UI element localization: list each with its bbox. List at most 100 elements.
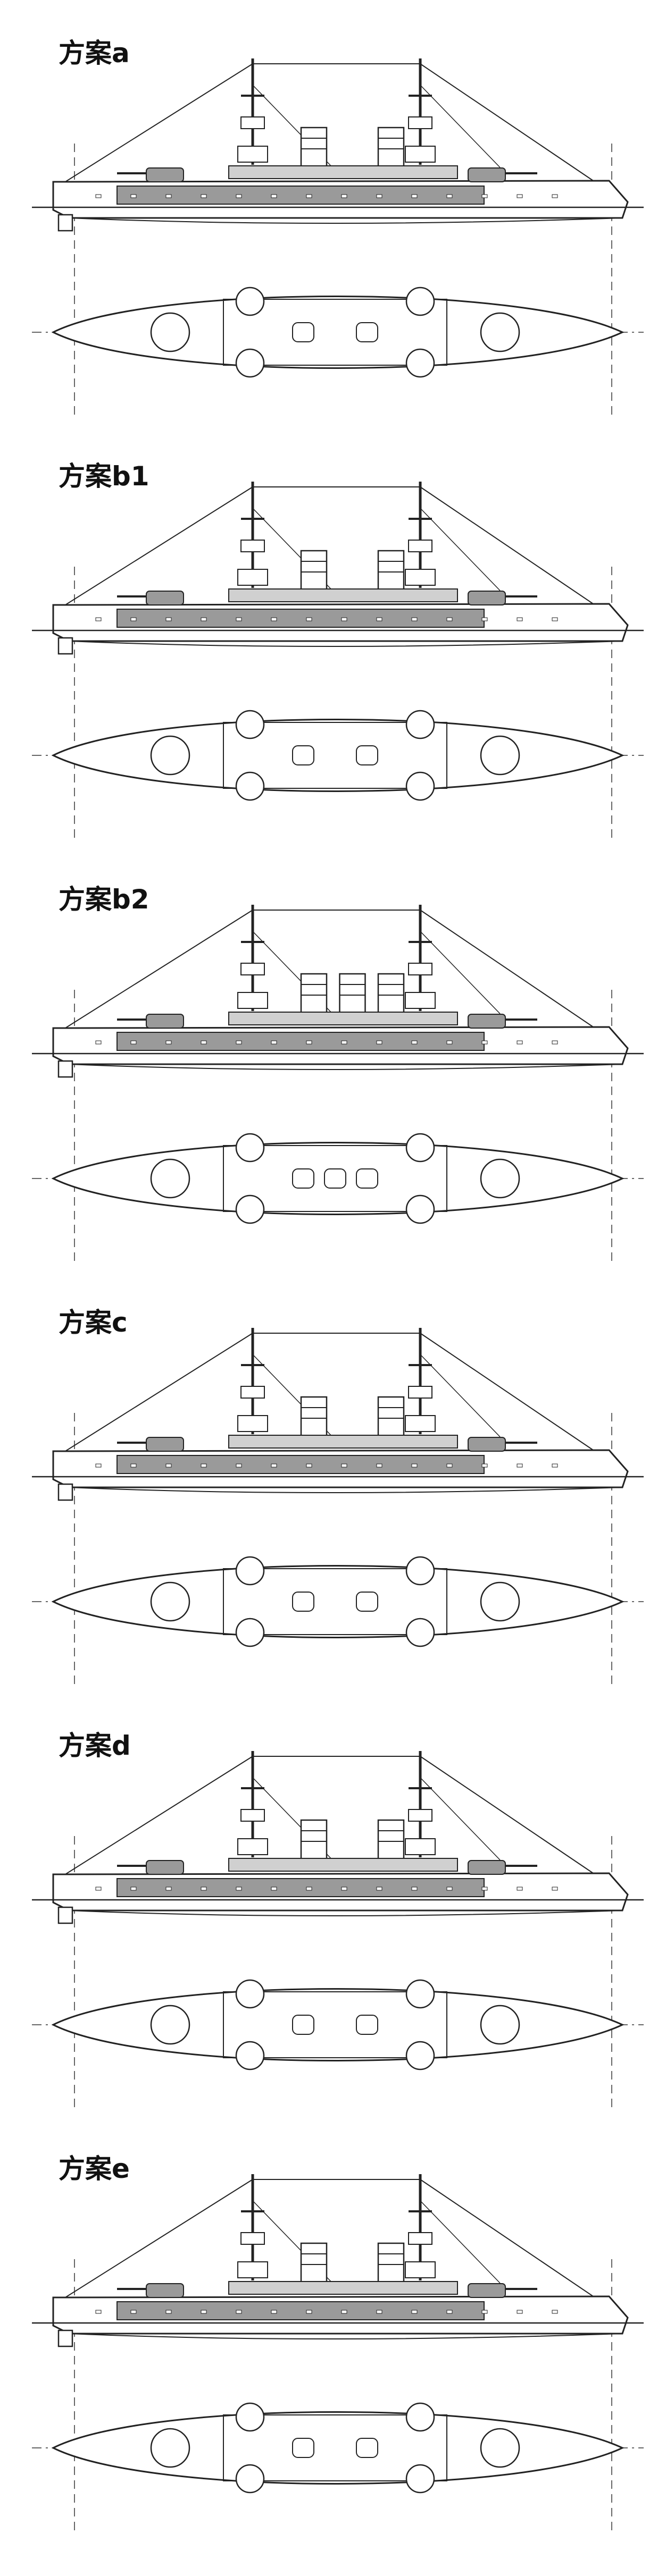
armor-belt <box>116 1878 485 1897</box>
secondary-barbette <box>235 710 265 739</box>
superstructure <box>228 588 458 602</box>
secondary-barbette <box>235 2041 265 2070</box>
main-barbette <box>150 312 190 352</box>
rigging-2 <box>420 508 501 591</box>
main-barbette <box>150 2428 190 2468</box>
fore-turret <box>468 2283 506 2298</box>
secondary-barbette <box>235 1194 265 1224</box>
secondary-barbette <box>405 1194 435 1224</box>
deck-outline <box>51 296 625 369</box>
bridge <box>405 992 436 1009</box>
porthole <box>130 194 137 198</box>
porthole <box>165 2310 172 2314</box>
porthole <box>236 617 242 621</box>
scheme-label: 方案c <box>59 1307 128 1338</box>
fighting-top <box>408 963 432 975</box>
rigging-2 <box>420 931 501 1014</box>
funnel-plan <box>324 1168 346 1189</box>
main-barbette <box>480 1581 520 1622</box>
porthole <box>517 1040 523 1045</box>
secondary-barbette <box>235 348 265 378</box>
superstructure <box>228 1435 458 1449</box>
rigging-2 <box>420 1354 501 1437</box>
main-barbette <box>150 1158 190 1199</box>
ship-drawing <box>32 58 644 420</box>
porthole <box>201 1463 207 1468</box>
porthole <box>411 1040 418 1045</box>
scheme-c: 方案c <box>0 1307 666 1730</box>
porthole <box>306 1040 312 1045</box>
rudder <box>57 2329 73 2347</box>
bridge <box>237 1838 268 1855</box>
porthole <box>165 1463 172 1468</box>
porthole <box>306 1463 312 1468</box>
porthole <box>411 194 418 198</box>
porthole <box>552 617 558 621</box>
porthole <box>236 194 242 198</box>
porthole <box>201 194 207 198</box>
fore-turret <box>468 591 506 605</box>
ship-drawing <box>32 2174 644 2536</box>
rudder <box>57 214 73 232</box>
fighting-top <box>240 540 265 552</box>
porthole <box>446 194 453 198</box>
secondary-barbette <box>235 2402 265 2432</box>
secondary-barbette <box>405 2464 435 2494</box>
porthole <box>341 2310 347 2314</box>
porthole <box>130 617 137 621</box>
stay-fore <box>420 486 602 610</box>
secondary-barbette <box>405 1556 435 1586</box>
secondary-barbette <box>235 287 265 316</box>
secondary-barbette <box>405 1618 435 1647</box>
scheme-d: 方案d <box>0 1730 666 2153</box>
aft-turret <box>146 2283 184 2298</box>
superstructure <box>228 165 458 179</box>
bridge <box>237 569 268 586</box>
secondary-barbette <box>235 1133 265 1163</box>
fighting-top <box>240 2232 265 2245</box>
plan-view <box>32 1556 644 1647</box>
funnel-plan <box>356 322 378 342</box>
side-profile <box>32 905 644 1078</box>
porthole <box>517 617 523 621</box>
porthole <box>95 1887 102 1891</box>
porthole <box>306 617 312 621</box>
stay-fore <box>420 1333 602 1456</box>
funnel <box>300 550 328 592</box>
rigging-2 <box>420 85 501 168</box>
stay-aft <box>58 1333 253 1456</box>
porthole <box>165 1040 172 1045</box>
fighting-top <box>408 1809 432 1822</box>
fore-turret <box>468 1014 506 1029</box>
porthole <box>341 194 347 198</box>
funnel <box>300 1819 328 1861</box>
porthole <box>552 1887 558 1891</box>
plan-view <box>32 2402 644 2494</box>
funnel <box>300 2242 328 2284</box>
keel-line <box>69 1910 623 1916</box>
funnel-plan <box>356 1592 378 1612</box>
bridge <box>405 2261 436 2278</box>
fore-turret <box>468 1860 506 1875</box>
citadel-outline <box>223 1568 447 1635</box>
stay-aft <box>58 910 253 1033</box>
armor-belt <box>116 2301 485 2320</box>
funnel-plan <box>292 1592 314 1612</box>
porthole <box>376 617 382 621</box>
porthole <box>306 194 312 198</box>
ship-drawing <box>32 905 644 1266</box>
scheme-e: 方案e <box>0 2153 666 2576</box>
porthole <box>306 1887 312 1891</box>
funnel <box>339 973 366 1015</box>
fighting-top <box>240 1386 265 1399</box>
main-barbette <box>150 2005 190 2045</box>
porthole <box>201 1887 207 1891</box>
keel-line <box>69 2333 623 2339</box>
plan-view <box>32 287 644 378</box>
porthole <box>446 1463 453 1468</box>
funnel <box>377 550 405 592</box>
funnel-plan <box>356 1168 378 1189</box>
superstructure <box>228 1858 458 1872</box>
main-barbette <box>480 2428 520 2468</box>
rudder <box>57 1060 73 1078</box>
